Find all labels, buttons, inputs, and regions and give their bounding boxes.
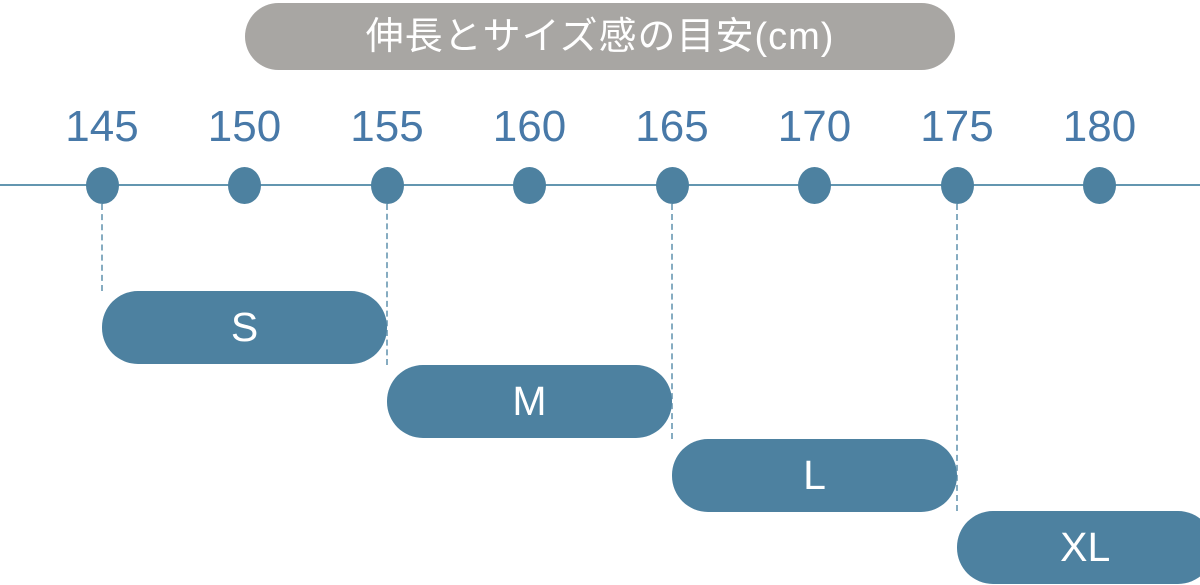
chart-title-banner: 伸長とサイズ感の目安(cm) bbox=[245, 3, 955, 70]
axis-dot bbox=[370, 166, 404, 204]
axis-tick-label: 175 bbox=[920, 102, 994, 151]
size-bar-m: M bbox=[387, 365, 672, 438]
axis-line bbox=[0, 184, 1200, 186]
dashed-guide-line bbox=[671, 204, 673, 439]
axis-tick-label: 180 bbox=[1062, 102, 1137, 151]
size-bar-label: M bbox=[512, 378, 547, 424]
chart-title: 伸長とサイズ感の目安(cm) bbox=[365, 15, 835, 58]
size-bar-label: XL bbox=[1060, 524, 1111, 570]
dashed-guide-line bbox=[386, 204, 388, 365]
axis-tick-label: 155 bbox=[350, 102, 424, 151]
axis-dot bbox=[1083, 166, 1116, 204]
axis-dot bbox=[513, 166, 546, 204]
axis-dot bbox=[798, 166, 831, 204]
size-bar-xl: XL bbox=[957, 511, 1200, 584]
axis-tick-label: 170 bbox=[777, 102, 852, 151]
axis-tick-label: 145 bbox=[65, 102, 139, 151]
size-bar-l: L bbox=[672, 439, 957, 512]
size-bar-label: S bbox=[230, 304, 259, 350]
axis-dot bbox=[228, 166, 261, 204]
axis-dot bbox=[940, 166, 974, 204]
axis-tick-label: 165 bbox=[635, 102, 709, 151]
axis-tick-label: 150 bbox=[207, 102, 282, 151]
size-bar-s: S bbox=[102, 291, 387, 364]
dashed-guide-line bbox=[101, 204, 103, 291]
dashed-guide-line bbox=[956, 204, 958, 511]
axis-dot bbox=[85, 166, 119, 204]
axis-tick-label: 160 bbox=[492, 102, 567, 151]
size-bar-label: L bbox=[803, 452, 826, 498]
axis-dot bbox=[655, 166, 689, 204]
